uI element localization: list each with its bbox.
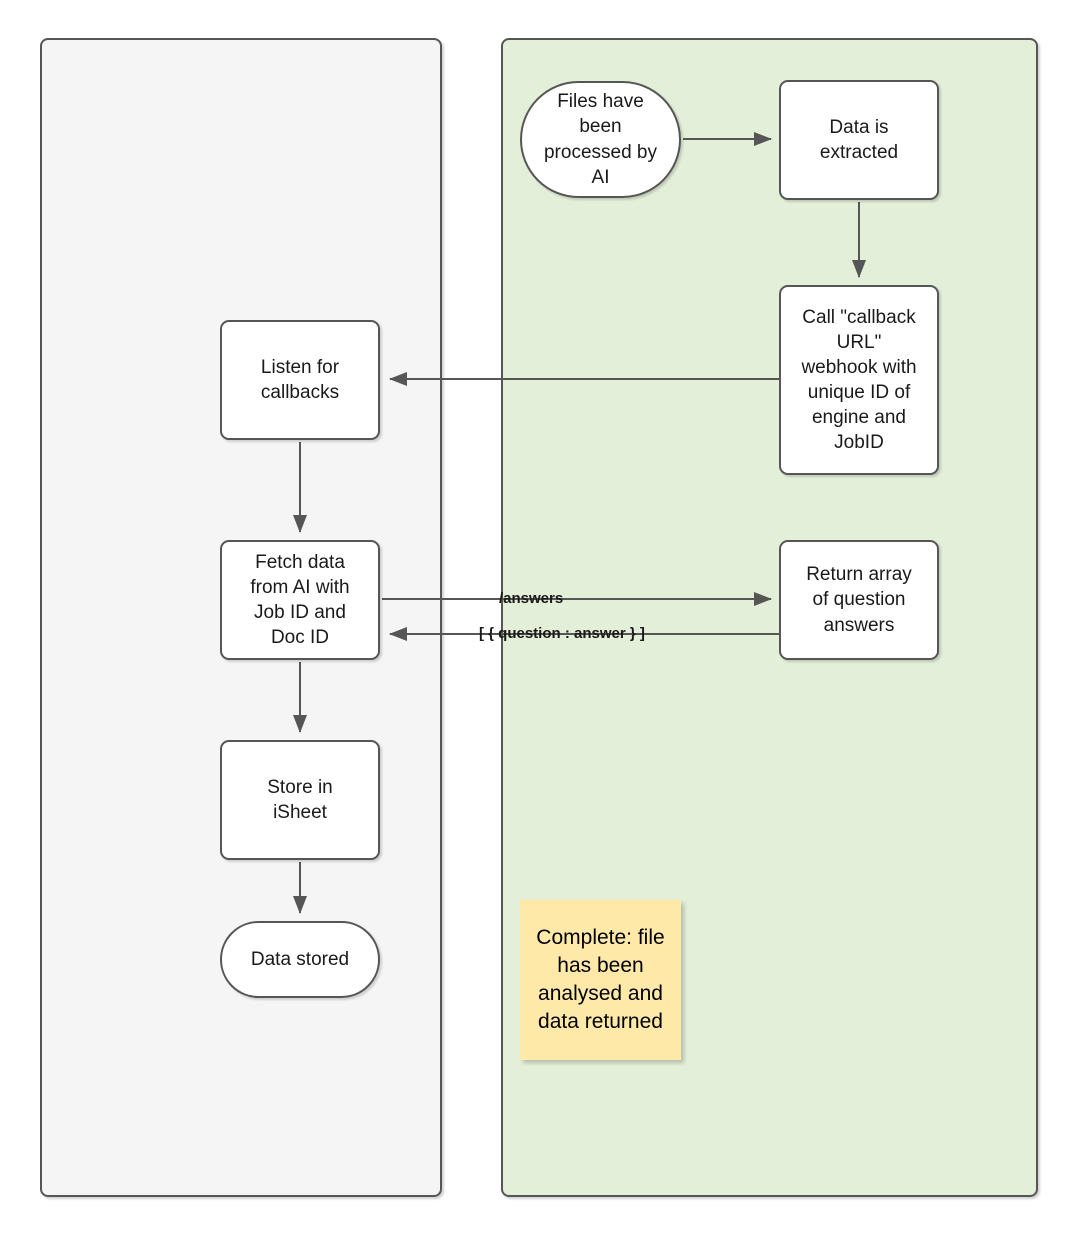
node-store-isheet[interactable]: Store in iSheet bbox=[220, 740, 380, 860]
edge-label-answers-response: [ { question : answer } ] bbox=[479, 625, 645, 642]
sticky-note-complete-label: Complete: file has been analysed and dat… bbox=[536, 926, 665, 1033]
node-listen-callbacks-label: Listen for callbacks bbox=[260, 356, 340, 403]
node-return-array[interactable]: Return array of question answers bbox=[779, 540, 939, 660]
sticky-note-complete[interactable]: Complete: file has been analysed and dat… bbox=[520, 900, 681, 1060]
node-files-processed[interactable]: Files have been processed by AI bbox=[520, 81, 681, 198]
node-call-callback-url-label: Call "callback URL" webhook with unique … bbox=[801, 306, 917, 454]
node-listen-callbacks[interactable]: Listen for callbacks bbox=[220, 320, 380, 440]
node-data-stored-label: Data stored bbox=[250, 948, 350, 970]
edge-label-answers-request: /answers bbox=[499, 590, 564, 607]
node-store-isheet-label: Store in iSheet bbox=[267, 776, 333, 823]
node-fetch-data-label: Fetch data from AI with Job ID and Doc I… bbox=[250, 551, 350, 649]
node-fetch-data[interactable]: Fetch data from AI with Job ID and Doc I… bbox=[220, 540, 380, 660]
node-return-array-label: Return array of question answers bbox=[806, 564, 912, 636]
node-call-callback-url[interactable]: Call "callback URL" webhook with unique … bbox=[779, 285, 939, 475]
node-data-extracted[interactable]: Data is extracted bbox=[779, 80, 939, 200]
node-files-processed-label: Files have been processed by AI bbox=[543, 91, 657, 188]
node-data-stored[interactable]: Data stored bbox=[220, 921, 380, 998]
node-data-extracted-label: Data is extracted bbox=[819, 116, 899, 163]
